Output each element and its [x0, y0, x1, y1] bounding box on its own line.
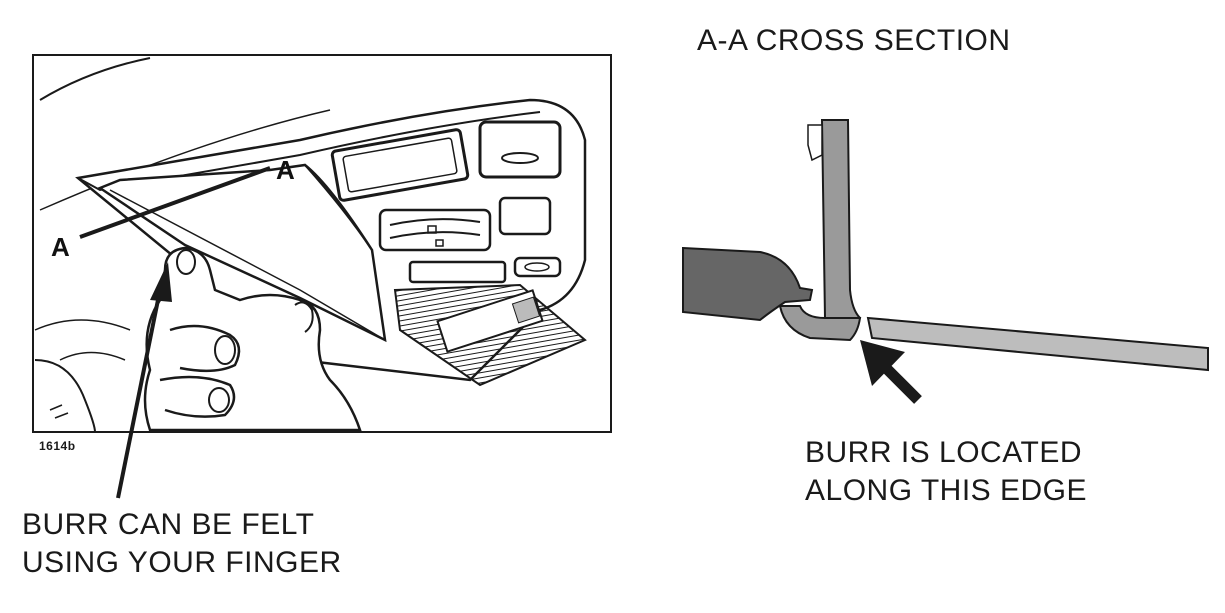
lower-right-lens — [524, 262, 550, 272]
sleeve-lines — [34, 319, 131, 361]
section-line — [79, 166, 271, 239]
door-panel-section — [866, 316, 1209, 372]
finger-callout-arrowhead — [150, 262, 172, 302]
display-window — [330, 128, 470, 202]
section-label-start: A — [51, 232, 70, 262]
illustration-frame — [32, 54, 612, 433]
finger-2 — [159, 375, 236, 418]
switch-indicator-2 — [435, 239, 444, 247]
burr-arrowhead — [860, 340, 905, 386]
lower-button — [408, 260, 507, 284]
finger-section — [682, 246, 814, 322]
fingernail-2 — [208, 387, 230, 413]
finger-callout-line2: USING YOUR FINGER — [22, 546, 342, 579]
finger-callout-line1: BURR CAN BE FELT — [22, 508, 315, 541]
switch-cluster — [378, 208, 492, 252]
switch-indicator — [427, 225, 437, 234]
index-finger-tip — [294, 301, 314, 333]
side-button — [498, 196, 552, 236]
edge-callout-line1: BURR IS LOCATED — [805, 436, 1082, 469]
cross-section-title: A-A CROSS SECTION — [697, 24, 1011, 57]
fingernail-1 — [214, 335, 236, 365]
wall-clip — [807, 124, 823, 162]
door-edge-line — [109, 189, 386, 341]
finger-callout: BURR CAN BE FELT USING YOUR FINGER — [22, 506, 342, 582]
vertical-wall — [820, 119, 862, 340]
seat-curve — [34, 359, 96, 433]
grille-barcode — [511, 296, 541, 324]
finger-1 — [169, 324, 241, 373]
section-label-end: A — [276, 155, 295, 185]
finger-callout-arrow-shaft — [116, 289, 162, 499]
map-light-lens — [501, 152, 539, 164]
headliner-curve — [39, 57, 151, 101]
display-window-inner — [342, 137, 458, 193]
wall-lip — [778, 305, 862, 342]
console-lip — [77, 111, 541, 192]
hand-outline — [143, 246, 362, 432]
figure-id: 1614b — [39, 439, 76, 453]
thumbnail — [176, 249, 196, 275]
lower-right-button — [513, 256, 562, 278]
seat-stitch — [49, 404, 69, 419]
edge-callout: BURR IS LOCATED ALONG THIS EDGE — [805, 434, 1087, 510]
door-hinge — [304, 164, 373, 251]
edge-callout-line2: ALONG THIS EDGE — [805, 474, 1088, 507]
map-light-panel — [478, 120, 562, 179]
roof-line — [39, 109, 331, 211]
